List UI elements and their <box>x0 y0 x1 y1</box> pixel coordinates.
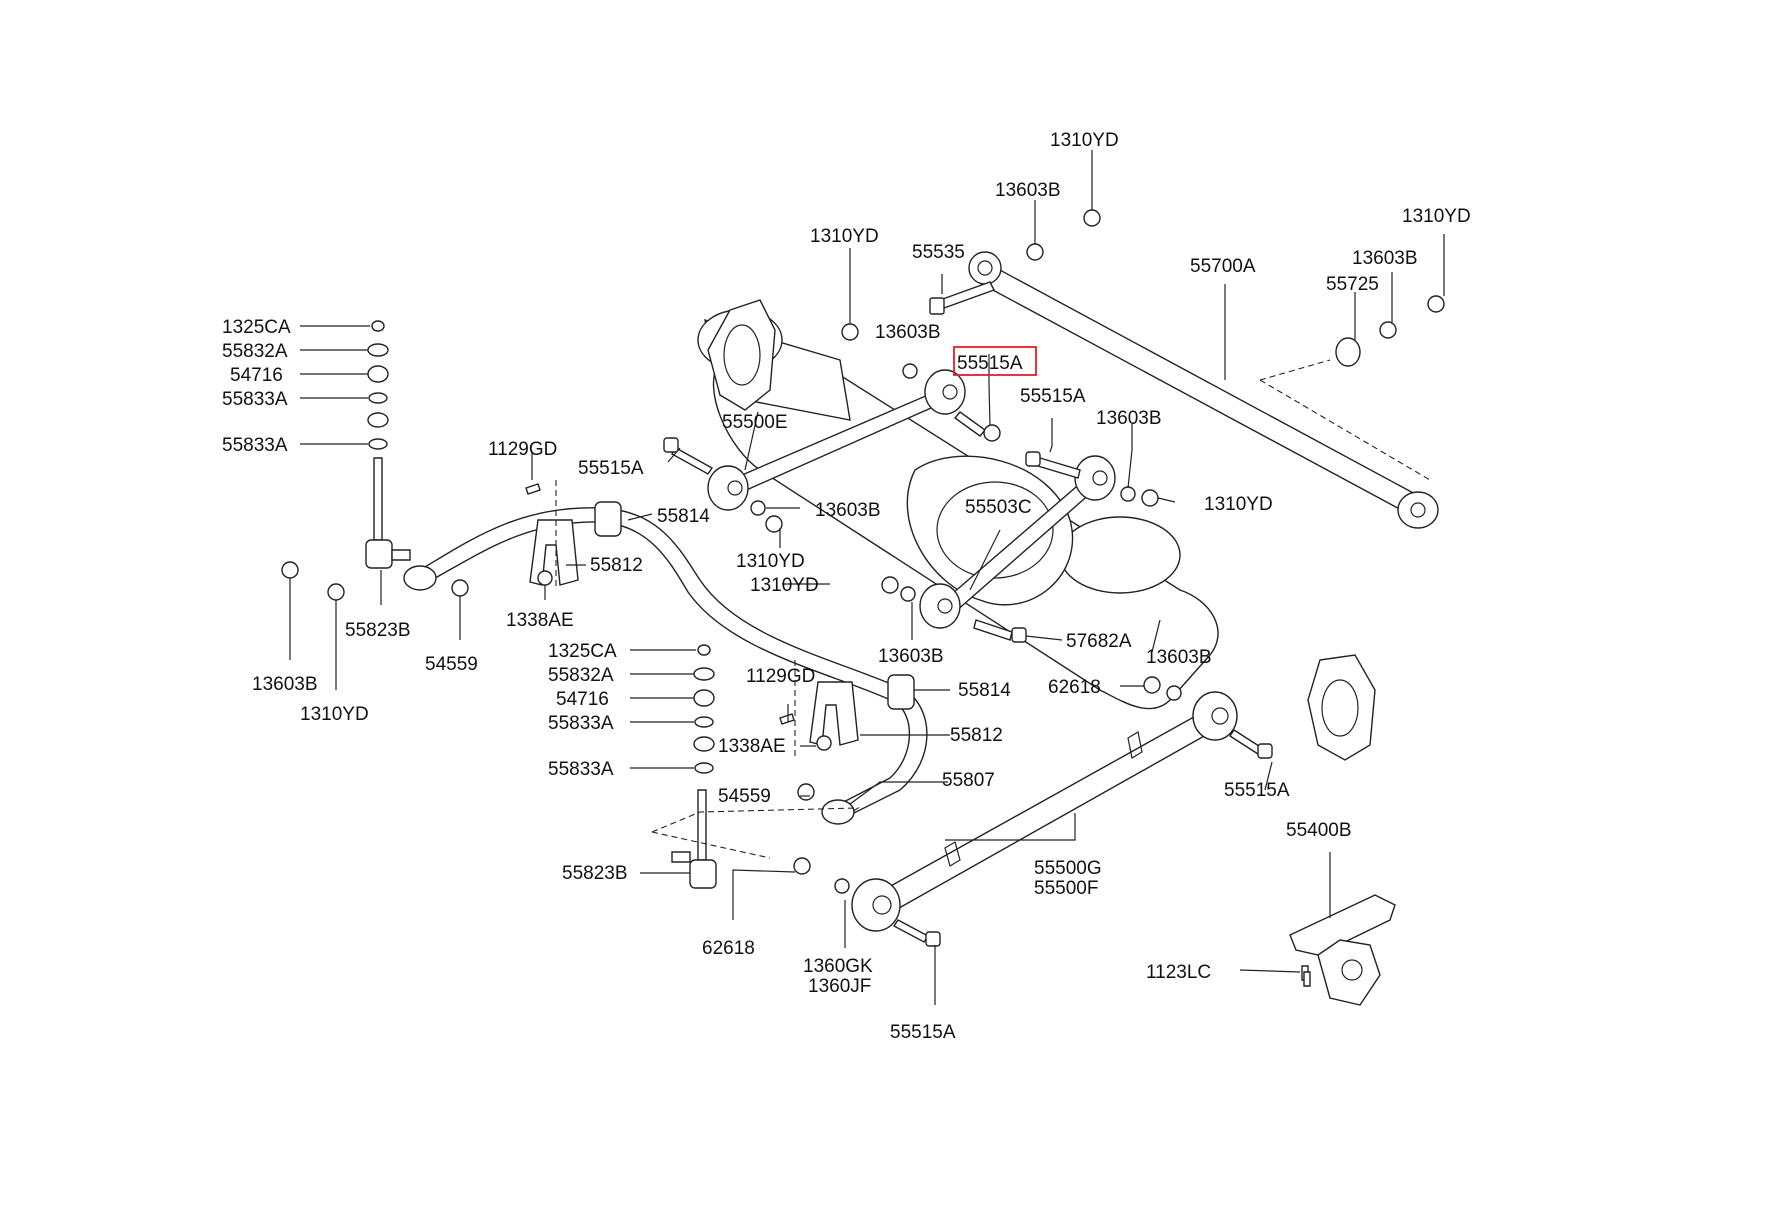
label-54716-2: 54716 <box>556 689 609 710</box>
label-1310yd-d: 1310YD <box>736 551 805 572</box>
lower-arm-55500g <box>851 691 1238 932</box>
label-13603b-d: 13603B <box>815 500 881 521</box>
label-55823b-2: 55823B <box>562 863 628 884</box>
label-55515a-2: 55515A <box>1020 386 1086 407</box>
label-55500e: 55500E <box>722 412 788 433</box>
label-1360jf: 1360JF <box>808 976 871 997</box>
label-1325ca-1: 1325CA <box>222 317 291 338</box>
stabilizer-bar-55807 <box>403 480 928 825</box>
label-55832a-1: 55832A <box>222 341 288 362</box>
label-13603b-top: 13603B <box>995 180 1061 201</box>
label-1123lc: 1123LC <box>1146 962 1211 983</box>
label-62618-1: 62618 <box>1048 677 1101 698</box>
axle-flange-right <box>1307 654 1376 761</box>
label-55725: 55725 <box>1326 274 1379 295</box>
label-1129gd-2: 1129GD <box>746 666 815 687</box>
label-55823b-1: 55823B <box>345 620 411 641</box>
label-55503c: 55503C <box>965 497 1032 518</box>
label-1360gk: 1360GK <box>803 956 873 977</box>
label-55812-1: 55812 <box>590 555 643 576</box>
label-1129gd-1: 1129GD <box>488 439 557 460</box>
label-1310yd-c: 1310YD <box>1204 494 1273 515</box>
label-1310yd-top: 1310YD <box>1050 130 1119 151</box>
upper-arm-55500e <box>707 369 966 511</box>
label-54716-1: 54716 <box>230 365 283 386</box>
label-55833a-4: 55833A <box>548 759 614 780</box>
label-13603b-right: 13603B <box>1352 248 1418 269</box>
label-55500f: 55500F <box>1034 878 1098 899</box>
label-54559-1: 54559 <box>425 654 478 675</box>
label-55700a: 55700A <box>1190 256 1256 277</box>
bracket-55400b <box>1289 894 1396 1006</box>
label-54559-2: 54559 <box>718 786 771 807</box>
label-55400b: 55400B <box>1286 820 1352 841</box>
bolts <box>525 281 1311 987</box>
label-13603b-c: 13603B <box>1096 408 1162 429</box>
label-1310yd-e: 1310YD <box>750 575 819 596</box>
label-1325ca-2: 1325CA <box>548 641 617 662</box>
part-labels: 1310YD 13603B 1310YD 1310YD 55535 55700A… <box>222 130 1471 1043</box>
stabilizer-link-right <box>651 789 860 889</box>
label-1310yd-f: 1310YD <box>300 704 369 725</box>
label-55515a-5: 55515A <box>890 1022 956 1043</box>
label-13603b-g: 13603B <box>252 674 318 695</box>
label-1338ae-1: 1338AE <box>506 610 574 631</box>
label-55515a-3: 55515A <box>578 458 644 479</box>
label-55515a-highlighted: 55515A <box>957 353 1023 374</box>
link-stack-left <box>367 320 389 450</box>
label-55833a-1: 55833A <box>222 389 288 410</box>
label-57682a: 57682A <box>1066 631 1132 652</box>
label-55515a-4: 55515A <box>1224 780 1290 801</box>
label-62618-2: 62618 <box>702 938 755 959</box>
label-55812-2: 55812 <box>950 725 1003 746</box>
label-55833a-3: 55833A <box>548 713 614 734</box>
label-13603b-f: 13603B <box>1146 647 1212 668</box>
label-1338ae-2: 1338AE <box>718 736 786 757</box>
label-55833a-2: 55833A <box>222 435 288 456</box>
label-1310yd-right: 1310YD <box>1402 206 1471 227</box>
upper-arm-55503c <box>919 455 1116 629</box>
axle-flange-left <box>707 299 776 411</box>
stabilizer-link-left <box>365 457 411 569</box>
lateral-rod-55700a <box>968 251 1439 529</box>
label-55807: 55807 <box>942 770 995 791</box>
label-13603b-e: 13603B <box>878 646 944 667</box>
label-13603b-upper: 13603B <box>875 322 941 343</box>
nuts-and-washers <box>281 209 1445 894</box>
link-stack-right <box>693 644 715 774</box>
label-55535: 55535 <box>912 242 965 263</box>
leader-lines <box>289 150 1445 1005</box>
label-55814-1: 55814 <box>657 506 710 527</box>
label-55814-2: 55814 <box>958 680 1011 701</box>
label-55500g: 55500G <box>1034 858 1102 879</box>
highlight-box <box>953 346 1037 376</box>
label-55832a-2: 55832A <box>548 665 614 686</box>
label-1310yd-mid: 1310YD <box>810 226 879 247</box>
